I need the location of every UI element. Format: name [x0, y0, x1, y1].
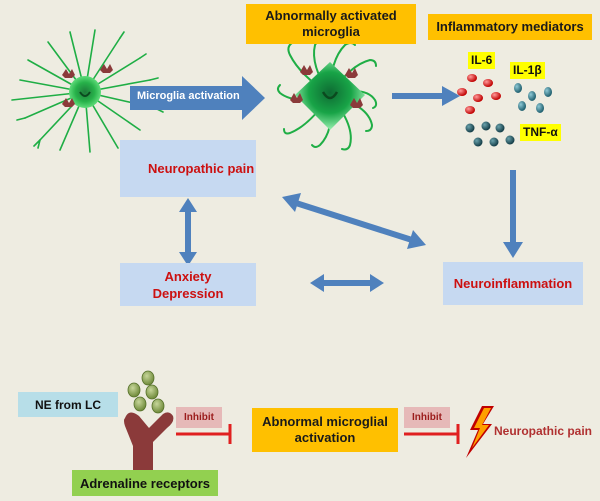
neuroinflammation-label: Neuroinflammation	[453, 276, 573, 291]
depression-label: Depression	[152, 285, 224, 301]
arrow-neuropathic-pain-anxiety	[179, 198, 197, 266]
arrow-activated-to-mediators	[392, 86, 460, 106]
anxiety-depression-box: Anxiety Depression	[120, 263, 256, 306]
arrow-mediators-to-neuroinflammation	[503, 170, 523, 258]
adrenaline-receptors-label: Adrenaline receptors	[79, 475, 211, 491]
abnormal-microglial-activation-box: Abnormal microglial activation	[252, 408, 398, 452]
arrow-neuroinflammation-neuropathic-pain	[282, 193, 426, 249]
abnormal-microglial-activation-label: Abnormal microglial activation	[262, 414, 388, 445]
resting-microglia-body	[69, 76, 101, 108]
neuropathic-pain-label: Neuropathic pain	[148, 161, 255, 176]
ne-from-lc-box: NE from LC	[18, 392, 118, 417]
inhibit-label-1: Inhibit	[184, 412, 214, 423]
neuroinflammation-box: Neuroinflammation	[443, 262, 583, 305]
abnormally-activated-microglia-label: Abnormally activated microglia	[265, 8, 397, 39]
resting-receptors-icon	[62, 64, 113, 107]
inflammatory-mediators-box: Inflammatory mediators	[428, 14, 592, 40]
inhibit-bar-1	[176, 424, 232, 444]
neuropathic-pain-bottom-label: Neuropathic pain	[494, 424, 593, 438]
inhibit-label-2: Inhibit	[412, 412, 442, 423]
adrenaline-receptor-icon	[124, 412, 174, 478]
adrenaline-receptors-box: Adrenaline receptors	[72, 470, 218, 496]
il6-label: IL-6	[468, 52, 496, 69]
il6-molecules-icon	[457, 74, 501, 114]
resting-microglia-icon	[11, 29, 164, 153]
tnfa-label: TNF-α	[520, 124, 561, 141]
il1b-molecules-icon	[514, 83, 552, 113]
microglia-activation-label: Microglia activation	[137, 90, 240, 102]
microglia-activation-arrow	[130, 76, 265, 120]
ne-vesicles-icon	[127, 370, 165, 414]
activated-receptors-icon	[290, 65, 363, 108]
inhibit-box-2: Inhibit	[404, 407, 450, 428]
abnormally-activated-microglia-box: Abnormally activated microglia	[246, 4, 416, 44]
arrow-anxiety-neuroinflammation	[310, 274, 384, 292]
anxiety-label: Anxiety	[164, 268, 212, 284]
il1b-label: IL-1β	[510, 62, 545, 79]
lightning-bolt-icon-bottom	[466, 406, 494, 458]
tnfa-molecules-icon	[465, 121, 515, 147]
ne-from-lc-label: NE from LC	[35, 397, 101, 412]
inflammatory-mediators-label: Inflammatory mediators	[436, 19, 584, 34]
activated-microglia-body	[295, 62, 365, 130]
neuropathic-pain-box: Neuropathic pain	[120, 140, 256, 197]
inhibit-box-1: Inhibit	[176, 407, 222, 428]
inhibit-bar-2	[404, 424, 460, 444]
